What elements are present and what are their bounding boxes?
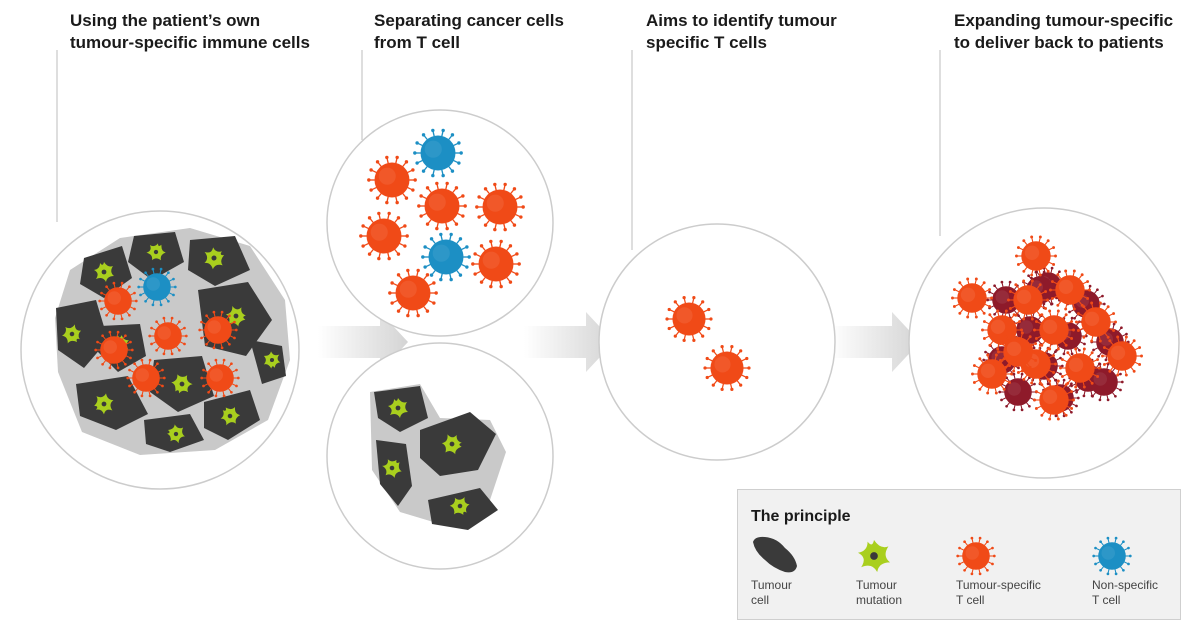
- connector-lines: [56, 50, 941, 250]
- tumour-cell-icon: [76, 376, 148, 430]
- tumour-specific-t-cell-icon: [665, 295, 713, 343]
- tumour-mutation-icon: [171, 374, 193, 394]
- legend-item-tumour-mutation: Tumour mutation: [856, 534, 986, 608]
- tumour-specific-t-cell-icon: [471, 239, 521, 289]
- tumour-specific-t-cell-icon: [951, 277, 993, 319]
- tumour-specific-t-cell-icon: [94, 330, 134, 370]
- tumour-mutation-icon: [61, 324, 82, 344]
- tumour-mutation-icon: [858, 540, 890, 572]
- legend-item-tumour-specific-t-cell: Tumour-specific T cell: [956, 534, 1086, 608]
- tumour-mutation-icon: [858, 540, 890, 572]
- legend-title: The principle: [751, 508, 851, 525]
- tumour-specific-t-cell-icon: [1075, 301, 1117, 343]
- step-2-title: Separating cancer cells from T cell: [374, 11, 564, 52]
- non-specific-t-cell-icon: [137, 267, 177, 307]
- tumour-specific-t-cell-icon: [148, 316, 188, 356]
- tumour-specific-t-cell-icon: [1015, 235, 1057, 277]
- tumour-specific-t-cell-icon: [971, 353, 1013, 395]
- tumour-specific-t-cell-icon: [997, 331, 1039, 373]
- legend-box: The principle Tumour cell Tumour mutatio…: [737, 489, 1181, 620]
- tumour-mutation-icon: [146, 243, 166, 261]
- tumour-mutation-icon: [94, 262, 114, 282]
- cells-layer: [94, 128, 1143, 421]
- non-specific-t-cell-icon: [1092, 536, 1132, 576]
- tumour-specific-t-cell-icon: [956, 536, 996, 576]
- tumour-specific-t-cell-icon: [1059, 347, 1101, 389]
- tumour-specific-t-cell-icon: [126, 358, 166, 398]
- flow-arrow: [830, 312, 920, 372]
- stage-circle-identified: [598, 223, 836, 461]
- tumour-mutation-icon: [388, 398, 408, 418]
- flow-arrow: [524, 312, 614, 372]
- tumour-mutation-icon: [220, 407, 241, 426]
- tumour-mutation-icon: [449, 497, 470, 515]
- tumour-specific-t-cell-icon: [956, 536, 996, 576]
- tumour-mutation-icon: [94, 393, 114, 415]
- tumour-mutation-icon: [263, 351, 281, 369]
- tumour-specific-t-cell-icon: [198, 310, 238, 350]
- legend-item-non-specific-t-cell: Non-specific T cell: [1092, 534, 1200, 608]
- tumour-specific-t-cell-icon: [1007, 279, 1049, 321]
- expanded-t-cell-icon: [998, 372, 1038, 412]
- tumour-specific-t-cell-icon: [388, 268, 438, 318]
- tumour-specific-t-cell-icon: [1049, 269, 1091, 311]
- tumour-mutation-icon: [382, 459, 402, 478]
- step-3-title: Aims to identify tumour specific T cells: [646, 11, 837, 52]
- tumour-specific-t-cell-icon: [367, 155, 417, 205]
- tumour-specific-t-cell-icon: [417, 181, 467, 231]
- tumour-specific-t-cell-icon: [1101, 335, 1143, 377]
- separated-cancer-cells: [370, 384, 506, 530]
- tumour-mutation-icon: [441, 434, 462, 455]
- tumour-specific-t-cell-icon: [359, 211, 409, 261]
- legend-item-tumour-cell: Tumour cell: [751, 534, 881, 608]
- tumour-mutation-icon: [167, 424, 185, 444]
- step-1-title: Using the patient’s own tumour-specific …: [70, 11, 310, 52]
- tumour-specific-t-cell-icon: [1033, 309, 1075, 351]
- tumour-specific-t-cell-icon: [475, 182, 525, 232]
- non-specific-t-cell-icon: [1092, 536, 1132, 576]
- non-specific-t-cell-icon: [421, 232, 471, 282]
- tumour-specific-t-cell-icon: [703, 344, 751, 392]
- tumour-mutation-icon: [225, 306, 246, 327]
- tumour-mutation-icon: [204, 247, 225, 270]
- step-4-title: Expanding tumour-specific to deliver bac…: [954, 11, 1174, 52]
- mutations-layer: [61, 243, 470, 515]
- tumour-specific-t-cell-icon: [98, 281, 138, 321]
- tumour-specific-t-cell-icon: [200, 358, 240, 398]
- non-specific-t-cell-icon: [413, 128, 463, 178]
- tumour-specific-t-cell-icon: [1033, 379, 1075, 421]
- tumour-cell-icon: [753, 536, 797, 573]
